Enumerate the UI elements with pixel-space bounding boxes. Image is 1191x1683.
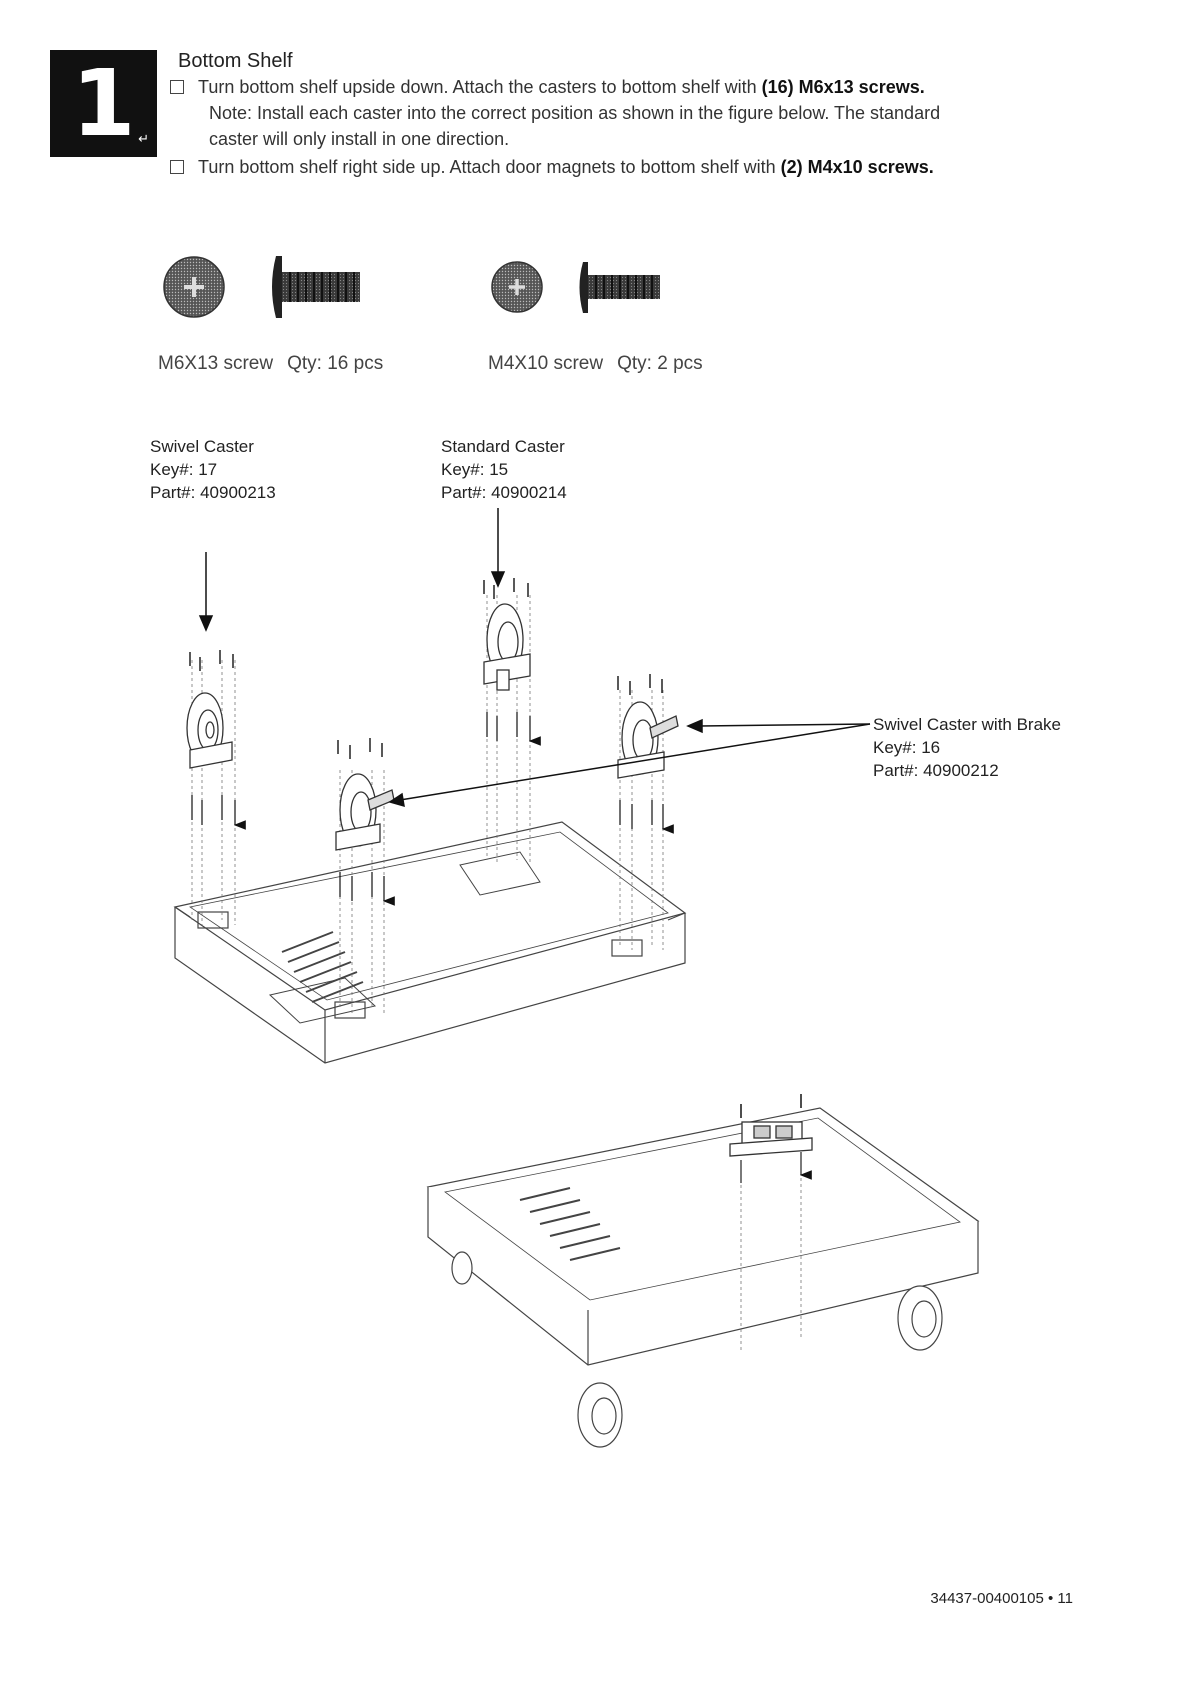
swivel-caster-callout: Swivel Caster Key#: 17 Part#: 40900213: [150, 437, 276, 502]
note-line-1: Note: Install each caster into the corre…: [209, 103, 941, 123]
swivel-caster-brake-16: [335, 773, 395, 851]
instruction-1-hardware: (16) M6x13 screws.: [761, 77, 925, 97]
bottom-shelf-upright: [426, 1107, 980, 1366]
m4x10-screw-side-icon: [579, 262, 660, 313]
standard-caster-15: [483, 603, 531, 691]
enter-mark-icon: ↵: [138, 131, 149, 146]
upright-wheels: [451, 1251, 943, 1448]
note-line-2: caster will only install in one directio…: [209, 129, 510, 149]
section-heading: Bottom Shelf: [178, 50, 293, 72]
magnet-screws-and-lines: [740, 1094, 801, 1350]
instruction-2: Turn bottom shelf right side up. Attach …: [170, 154, 934, 180]
checkbox-icon: [170, 80, 184, 94]
m6x13-screw-head-icon: [163, 256, 225, 318]
step-number: 1: [71, 50, 136, 157]
down-arrows: [191, 712, 663, 901]
checkbox-icon: [170, 160, 184, 174]
callout-arrows: [198, 508, 871, 808]
caster-guide-lines: [191, 595, 664, 1015]
standard-caster-callout: Standard Caster Key#: 15 Part#: 40900214: [441, 437, 567, 502]
step-number-badge: 1 ↵: [50, 50, 157, 157]
page-footer: 34437-00400105 • 11: [930, 1590, 1073, 1607]
swivel-caster-brake-callout: Swivel Caster with Brake Key#: 16 Part#:…: [873, 715, 1062, 780]
instruction-1: Turn bottom shelf upside down. Attach th…: [170, 74, 925, 100]
swivel-caster-brake-16-right: [617, 701, 679, 779]
bottom-shelf-upside-down: [173, 821, 687, 1064]
m6x13-screw-side-icon: [272, 256, 360, 318]
door-magnet: [729, 1121, 813, 1157]
instruction-2-hardware: (2) M4x10 screws.: [780, 157, 934, 177]
m4x10-screw-head-icon: [491, 261, 543, 313]
swivel-caster-17: [186, 692, 233, 769]
screws-row: [189, 578, 663, 759]
